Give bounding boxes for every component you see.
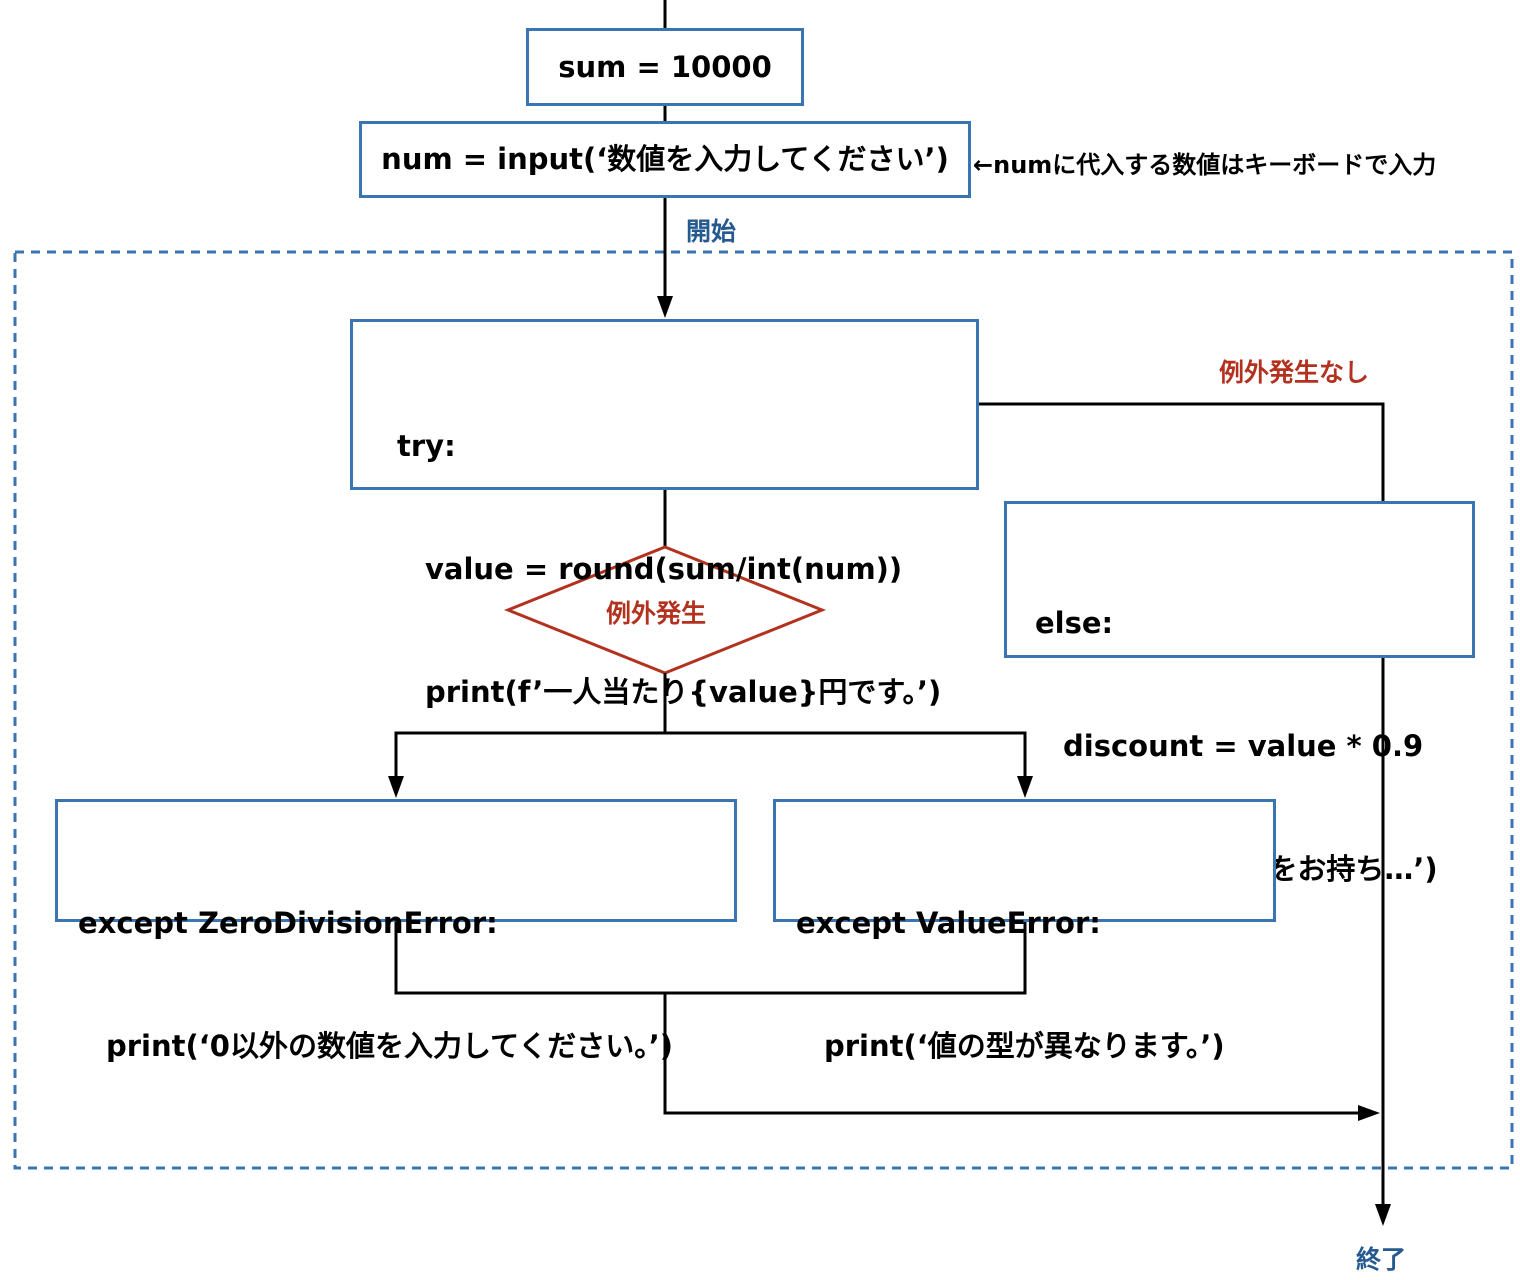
value-error-arrowhead	[1017, 776, 1033, 798]
else-discount-line: discount = value * 0.9	[1063, 729, 1424, 763]
except-value-error-box: except ValueError: print(‘値の型が異なります。’)	[773, 799, 1276, 1063]
merge-arrowhead	[1358, 1105, 1380, 1121]
num-input-box: num = input(‘数値を入力してください’)	[359, 121, 971, 198]
except-value-keyword: except ValueError:	[796, 906, 1101, 940]
else-block-box: else: discount = value * 0.9 print(f’割引券…	[1004, 501, 1475, 886]
except-zero-print-line: print(‘0以外の数値を入力してください。’)	[106, 1029, 673, 1063]
num-input-text: num = input(‘数値を入力してください’)	[381, 142, 949, 176]
sum-assignment-text: sum = 10000	[558, 49, 772, 84]
try-keyword: try:	[397, 429, 456, 463]
sum-assignment-box: sum = 10000	[526, 28, 804, 106]
no-exception-label: 例外発生なし	[1219, 358, 1370, 387]
no-exception-line	[978, 402, 1385, 502]
end-arrowhead	[1375, 1204, 1391, 1226]
try-print-line: print(f’一人当たり{value}円です。’)	[425, 675, 942, 709]
end-label: 終了	[1356, 1245, 1407, 1274]
start-label: 開始	[686, 217, 737, 246]
exception-handling-region	[13, 250, 1514, 1170]
num-to-try-arrowhead	[657, 296, 673, 318]
except-zero-division-box: except ZeroDivisionError: print(‘0以外の数値を…	[55, 799, 737, 1063]
except-value-print-line: print(‘値の型が異なります。’)	[824, 1029, 1225, 1063]
except-zero-keyword: except ZeroDivisionError:	[78, 906, 498, 940]
split-line	[394, 731, 1027, 792]
try-value-line: value = round(sum/int(num))	[425, 552, 903, 586]
merge-to-end-line	[663, 993, 1372, 1115]
exception-label: 例外発生	[606, 599, 707, 628]
else-keyword: else:	[1035, 606, 1114, 640]
try-block-box: try: value = round(sum/int(num)) print(f…	[350, 319, 979, 709]
zero-arrowhead	[388, 776, 404, 798]
merge-line	[394, 920, 1027, 995]
input-note-label: ←numに代入する数値はキーボードで入力	[973, 151, 1437, 179]
